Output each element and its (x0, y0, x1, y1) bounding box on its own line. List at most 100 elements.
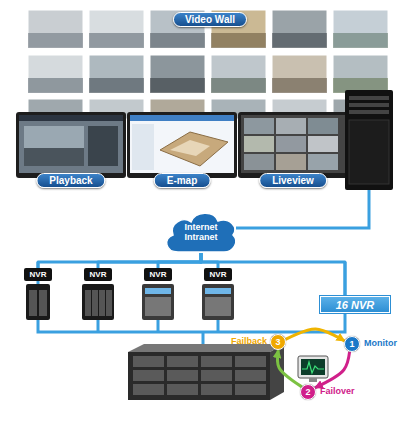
node-label: Liveview (259, 173, 327, 188)
video-thumbnail (150, 55, 205, 93)
node-label: Playback (36, 173, 105, 188)
drive-bay (349, 103, 389, 107)
node-label: 3 (275, 337, 280, 347)
drive-bay (167, 384, 198, 395)
drive-bay (106, 290, 112, 316)
screen-detail (24, 148, 84, 166)
screen-tile (308, 136, 338, 152)
screen-tile (244, 136, 274, 152)
video-thumbnail (272, 10, 327, 48)
thumbnail-detail (272, 78, 327, 93)
drive-bay (85, 290, 91, 316)
drive-bay (167, 370, 198, 381)
floor-plan (160, 132, 228, 166)
icon-signal (302, 362, 324, 373)
drive-bay (29, 290, 37, 316)
video-thumbnail (89, 10, 144, 48)
emap-monitor (127, 112, 237, 178)
step-label: Monitor (364, 338, 397, 348)
drive-bay (235, 384, 266, 395)
drive-bay (92, 290, 98, 316)
drive-bay (201, 356, 232, 367)
tower-front (349, 120, 389, 184)
node-label: Video Wall (173, 12, 247, 27)
nvr-devices (26, 284, 234, 320)
icon-screen (301, 359, 325, 375)
nvr-label: NVR (144, 268, 172, 281)
drive-bay (349, 96, 389, 100)
thumbnail-detail (89, 78, 144, 93)
thumbnail-detail (150, 33, 205, 48)
drive-bay (235, 370, 266, 381)
screen-tile (276, 154, 306, 170)
drive-bay (133, 356, 164, 367)
screen-tile (244, 154, 274, 170)
tower-server (345, 90, 393, 190)
screen-tile (308, 118, 338, 134)
screen-video (24, 126, 84, 166)
step-circle: 1Monitor (344, 336, 360, 352)
screen-tile (308, 154, 338, 170)
screen-tile (276, 136, 306, 152)
nvr-label: NVR (204, 268, 232, 281)
network-wire (236, 190, 369, 228)
video-thumbnail (211, 55, 266, 93)
network-link (38, 253, 201, 268)
video-thumbnail (28, 10, 83, 48)
node-label: NVR (30, 270, 47, 279)
drive-bay (167, 356, 198, 367)
monitor-icon (298, 356, 328, 382)
monitor-screen (130, 115, 234, 173)
node-label: NVR (150, 270, 167, 279)
video-thumbnail (28, 55, 83, 93)
step-label: Failback (231, 336, 267, 346)
drive-bay (349, 110, 389, 114)
thumbnail-detail (28, 78, 83, 93)
drive-bay (145, 297, 171, 316)
network-link (201, 253, 218, 268)
nvr-count-tag: 16 NVR (320, 296, 390, 313)
node-label: NVR (90, 270, 107, 279)
thumbnail-detail (333, 33, 388, 48)
cycle-arrow (278, 350, 302, 387)
drive-bay (39, 290, 47, 316)
video-thumbnail (272, 55, 327, 93)
video-thumbnail (333, 10, 388, 48)
screen-panel (132, 124, 154, 170)
icon-bezel (298, 356, 328, 378)
thumbnail-detail (211, 33, 266, 48)
monitor-screen: E-map (127, 112, 237, 188)
screen-toolbar (130, 115, 234, 121)
screen-panel (88, 126, 118, 166)
drive-bay (133, 370, 164, 381)
cycle-arrow (315, 352, 350, 388)
node-label: NVR (210, 270, 227, 279)
nvr-device (142, 284, 174, 320)
drive-bay (201, 370, 232, 381)
icon-stand (309, 378, 317, 382)
screen-toolbar (19, 115, 123, 121)
node-label: 1 (349, 339, 354, 349)
lcd-panel (145, 288, 171, 294)
screen-tile (244, 118, 274, 134)
tower-case (345, 90, 393, 190)
monitor-screen (241, 115, 345, 173)
nvr-label: NVR (24, 268, 52, 281)
screen-tile (276, 118, 306, 134)
step-label: Failover (320, 386, 355, 396)
network-link (98, 253, 201, 268)
network-wire (98, 320, 218, 344)
step-circle: 3Failback (270, 334, 286, 350)
thumbnail-detail (28, 33, 83, 48)
monitor-screen (19, 115, 123, 173)
monitor-bezel (238, 112, 348, 178)
liveview-monitor (238, 112, 348, 178)
video-wall-thumbnails (28, 10, 388, 119)
drive-bay (133, 384, 164, 395)
node-label: 2 (305, 387, 310, 397)
rack-server (128, 344, 284, 400)
video-thumbnail (333, 55, 388, 93)
step-circle: 2Failover (300, 384, 316, 400)
thumbnail-detail (211, 78, 266, 93)
